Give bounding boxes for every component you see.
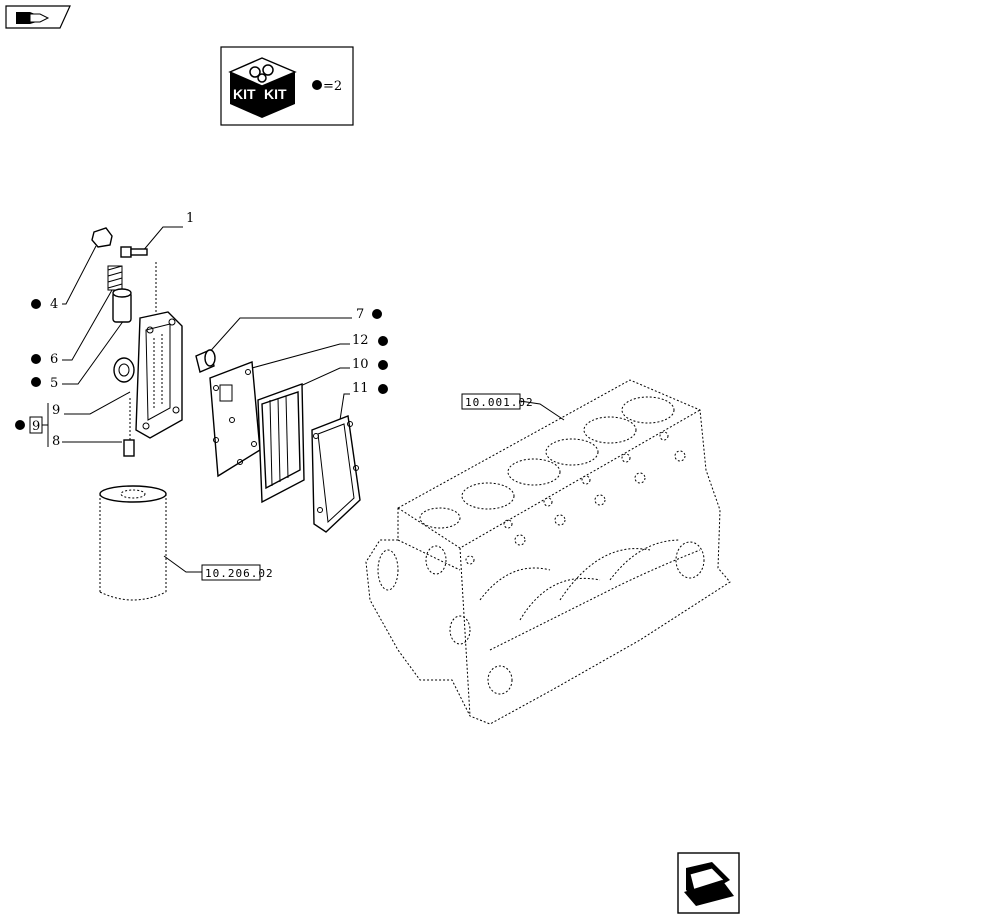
arrow-icon xyxy=(684,862,734,906)
callout-8-label: 8 xyxy=(52,434,60,449)
callout-5[interactable]: 5 xyxy=(31,319,125,391)
callout-9-label: 9 xyxy=(52,403,60,418)
screw-part xyxy=(123,398,135,457)
callout-10-label: 10 xyxy=(352,357,369,372)
arrow-icon xyxy=(16,12,50,24)
callout-11-label: 11 xyxy=(352,381,369,396)
plug-part xyxy=(91,227,113,248)
spring-part xyxy=(107,265,123,291)
connector-part xyxy=(195,349,216,373)
svg-text:KIT: KIT xyxy=(233,86,256,102)
callout-1[interactable]: 1 xyxy=(141,211,194,253)
callout-1-label: 1 xyxy=(186,211,194,226)
callout-7-label: 7 xyxy=(356,307,364,322)
callout-10[interactable]: 10 xyxy=(295,357,388,389)
engine-block xyxy=(365,379,731,725)
callout-9[interactable]: 9 9 xyxy=(15,391,131,447)
kit-bullet xyxy=(312,80,322,90)
callout-4[interactable]: 4 xyxy=(31,245,97,312)
engine-block-reference-label: 10.001.02 xyxy=(465,396,534,409)
oil-filter-reference[interactable]: 10.206.02 xyxy=(163,555,274,581)
oil-filter-part xyxy=(99,485,167,601)
engine-block-reference[interactable]: 10.001.02 xyxy=(461,393,565,421)
gasket-12-part xyxy=(209,361,261,478)
gasket-11-part xyxy=(311,415,361,533)
previous-page-button[interactable] xyxy=(5,5,71,29)
callout-9-box-label: 9 xyxy=(32,419,40,434)
filter-head-part xyxy=(113,311,183,439)
callout-12-label: 12 xyxy=(352,333,369,348)
kit-box: KIT KIT =2 xyxy=(220,46,354,126)
callout-5-label: 5 xyxy=(50,376,58,391)
next-page-button[interactable] xyxy=(677,852,740,914)
kit-quantity: =2 xyxy=(323,79,342,94)
bolt-part xyxy=(120,246,157,316)
callout-6-label: 6 xyxy=(50,352,58,367)
callout-6[interactable]: 6 xyxy=(31,289,113,367)
callout-11[interactable]: 11 xyxy=(339,381,388,421)
callout-8[interactable]: 8 xyxy=(52,434,122,449)
oil-filter-reference-label: 10.206.02 xyxy=(205,567,274,580)
callout-7[interactable]: 7 xyxy=(205,307,382,357)
svg-text:KIT: KIT xyxy=(264,86,287,102)
callout-4-label: 4 xyxy=(50,297,58,312)
oil-cooler-part xyxy=(257,383,305,504)
callout-12[interactable]: 12 xyxy=(251,333,388,369)
kit-icon: KIT KIT xyxy=(228,57,297,118)
valve-sleeve-part xyxy=(112,288,132,323)
